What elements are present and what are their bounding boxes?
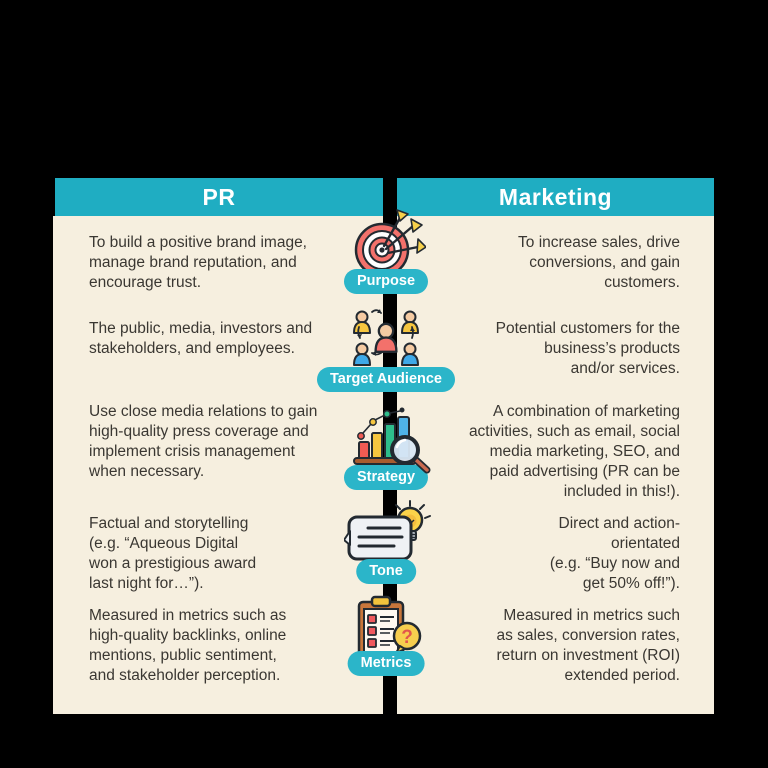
pr-header-label: PR — [202, 183, 236, 210]
strategy-pill: Strategy — [343, 465, 429, 490]
tone-pill-label: Tone — [369, 563, 403, 579]
marketing-column-panel — [397, 216, 714, 714]
marketing-metrics-text: Measured in metrics such as sales, conve… — [496, 607, 680, 684]
target-audience-pill: Target Audience — [317, 367, 455, 392]
pr-tone-text: Factual and storytelling (e.g. “Aqueous … — [89, 515, 257, 592]
marketing-column-header: Marketing — [397, 178, 714, 216]
marketing-strategy-text: A combination of marketing activities, s… — [468, 403, 680, 500]
target-audience-pill-label: Target Audience — [330, 371, 442, 387]
marketing-purpose-text: To increase sales, drive conversions, an… — [518, 234, 680, 291]
pr-column-header: PR — [55, 178, 383, 216]
marketing-tone-text: Direct and action- orientated (e.g. “Buy… — [549, 515, 680, 592]
marketing-target-audience-text: Potential customers for the business’s p… — [495, 320, 680, 377]
people-group-icon — [353, 309, 419, 366]
speech-bubble-lightbulb-icon — [344, 500, 431, 561]
marketing-header-label: Marketing — [498, 183, 613, 210]
target-arrows-icon — [354, 209, 426, 278]
pr-column-panel — [53, 216, 383, 714]
bar-chart-magnifier-icon — [353, 407, 431, 474]
metrics-pill-label: Metrics — [360, 655, 412, 671]
metrics-pill: Metrics — [347, 651, 425, 676]
pr-target-audience-text: The public, media, investors and stakeho… — [89, 320, 313, 357]
pr-metrics-text: Measured in metrics such as high-quality… — [89, 607, 287, 684]
purpose-pill: Purpose — [343, 269, 429, 294]
purpose-pill-label: Purpose — [356, 273, 416, 289]
tone-pill: Tone — [356, 559, 416, 584]
pr-purpose-text: To build a positive brand image, manage … — [89, 234, 307, 291]
strategy-pill-label: Strategy — [356, 469, 416, 485]
pr-strategy-text: Use close media relations to gain high-q… — [89, 403, 318, 480]
svg-text:?: ? — [401, 627, 413, 648]
clipboard-question-icon: ? — [357, 595, 422, 660]
